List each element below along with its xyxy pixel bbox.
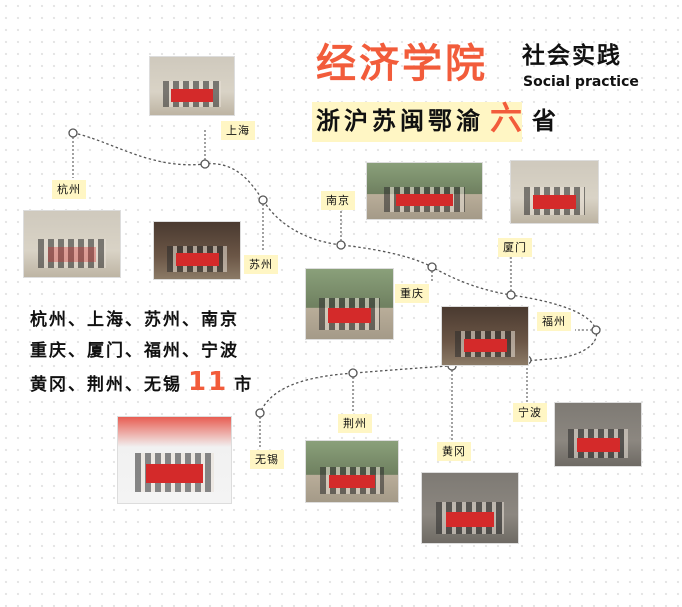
city-summary-row: 重庆、厦门、福州、宁波 — [30, 341, 239, 361]
photo-fuzhou — [441, 306, 529, 366]
city-label-hangzhou: 杭州 — [52, 180, 86, 199]
city-label-fuzhou: 福州 — [537, 312, 571, 331]
city-label-nanjing: 南京 — [321, 191, 355, 210]
page-subtitle-cn: 社会实践 — [522, 43, 622, 69]
node-fuzhou — [591, 325, 601, 335]
city-label-suzhou: 苏州 — [244, 255, 278, 274]
photo-wuxi — [117, 416, 232, 504]
provinces-count: 六 — [490, 99, 527, 137]
node-jingzhou — [348, 368, 358, 378]
photo-shanghai — [149, 56, 235, 116]
city-summary-row: 杭州、上海、苏州、南京 — [30, 310, 239, 330]
photo-nanjing — [366, 162, 483, 220]
city-label-shanghai: 上海 — [221, 121, 255, 140]
city-count: 11 — [188, 367, 229, 397]
city-summary-row3: 黄冈、荆州、无锡 — [30, 375, 182, 395]
page-title: 经济学院 — [316, 41, 488, 87]
photo-xiamen — [510, 160, 599, 224]
node-suzhou — [258, 195, 268, 205]
provinces-line: 浙沪苏闽鄂渝六省 — [316, 100, 560, 139]
node-xiamen — [506, 290, 516, 300]
node-hangzhou — [68, 128, 78, 138]
provinces-highlight — [312, 102, 522, 142]
city-label-ningbo: 宁波 — [513, 403, 547, 422]
node-nanjing — [336, 240, 346, 250]
node-shanghai — [200, 159, 210, 169]
page-subtitle-en: Social practice — [523, 74, 639, 90]
provinces-text: 浙沪苏闽鄂渝 — [316, 107, 484, 135]
photo-ningbo — [554, 402, 642, 467]
city-count-suffix: 市 — [234, 375, 254, 395]
city-label-wuxi: 无锡 — [250, 450, 284, 469]
city-label-jingzhou: 荆州 — [338, 414, 372, 433]
photo-chongqing — [305, 268, 394, 340]
provinces-suffix: 省 — [532, 107, 561, 135]
city-label-chongqing: 重庆 — [395, 284, 429, 303]
city-label-huanggang: 黄冈 — [437, 442, 471, 461]
node-wuxi — [255, 408, 265, 418]
city-label-xiamen: 厦门 — [498, 238, 532, 257]
photo-huanggang — [421, 472, 519, 544]
photo-hangzhou — [23, 210, 121, 278]
photo-suzhou — [153, 221, 241, 280]
node-chongqing — [427, 262, 437, 272]
photo-jingzhou — [305, 440, 399, 503]
